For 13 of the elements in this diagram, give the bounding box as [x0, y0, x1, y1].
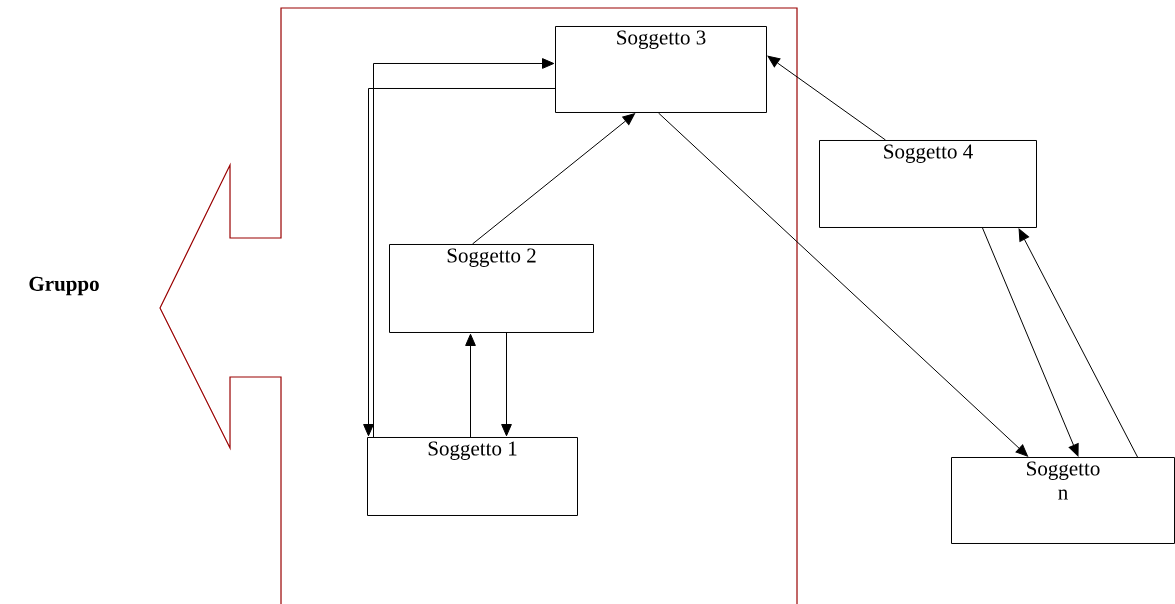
process-box: Soggetto 3 — [555, 26, 767, 113]
group-label: Gruppo — [29, 276, 99, 296]
arrow — [1018, 228, 1138, 458]
arrow — [472, 113, 635, 245]
arrow — [501, 332, 512, 437]
process-box: Soggetto 1 — [367, 437, 578, 516]
process-box: Soggetto 2 — [389, 244, 594, 333]
arrow — [982, 227, 1079, 457]
arrow — [767, 55, 886, 141]
process-box: Soggetto n — [951, 457, 1175, 544]
arrow — [465, 333, 476, 438]
arrow — [658, 112, 1029, 457]
process-box: Soggetto 4 — [819, 140, 1037, 228]
